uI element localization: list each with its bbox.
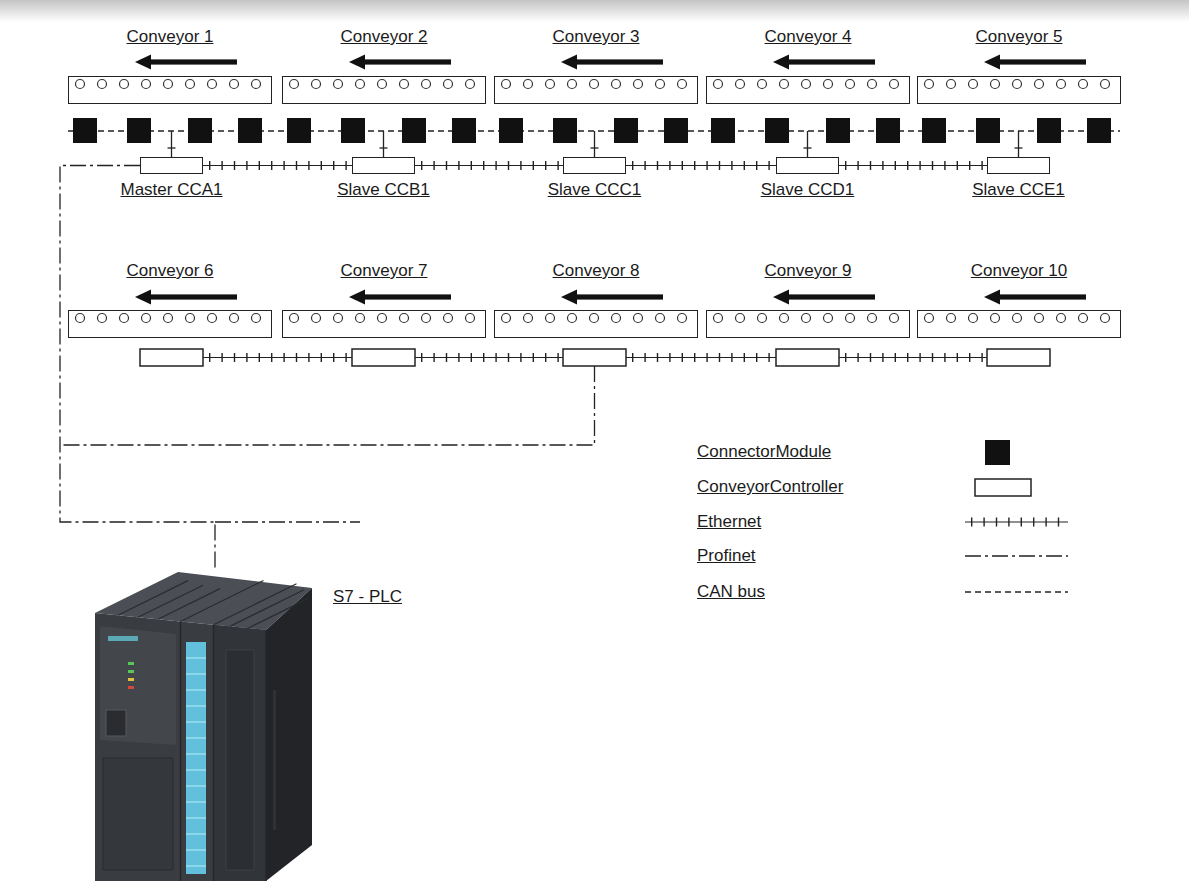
conveyor-title: Conveyor 9 [765,261,852,281]
conveyor-title: Conveyor 4 [765,27,852,47]
ethernet-link [839,165,987,166]
controller-label: Slave CCE1 [972,180,1065,200]
conveyor-title: Conveyor 3 [553,27,640,47]
conveyor-title: Conveyor 7 [341,261,428,281]
link-line [60,166,215,571]
conveyor-title: Conveyor 5 [976,27,1063,47]
conveyor-box: Conveyor 4 [706,76,910,104]
conveyor-controller: Slave CCD1 [776,157,839,174]
conveyor-controller: Slave CCC1 [563,157,626,174]
row2-controllers [140,349,1050,366]
conveyor-title: Conveyor 6 [127,261,214,281]
ethernet-link [415,165,563,166]
controller-label: Slave CCD1 [761,180,855,200]
legend-text: Ethernet [697,512,761,532]
controller-label: Slave CCB1 [337,180,430,200]
profinet-branch [60,366,595,445]
conveyor-title: Conveyor 2 [341,27,428,47]
conveyor-title: Conveyor 1 [127,27,214,47]
top-shade [0,0,1189,22]
conveyor-controller: Master CCA1 [140,157,203,174]
profinet-extension [215,521,360,522]
plc-illustration [88,570,315,881]
ethernet-ticks [632,161,772,170]
link-line [203,165,352,166]
conveyor-box: Conveyor 8 [494,310,698,338]
ethernet-link [203,165,352,166]
plc-label: S7 - PLC [333,587,402,607]
conveyor-box: Conveyor 6 [68,310,272,338]
link-line [839,165,987,166]
controller-label: Slave CCC1 [548,180,642,200]
conveyor-box: Conveyor 9 [706,310,910,338]
connector-modules [73,118,1111,143]
ethernet-ticks [421,161,559,170]
conveyor-box: Conveyor 1 [68,76,272,104]
profinet-link [60,166,215,571]
legend-samples [965,440,1068,592]
legend-text: CAN bus [697,582,765,602]
conveyor-box: Conveyor 3 [494,76,698,104]
conveyor-box: Conveyor 10 [917,310,1121,338]
conveyor-rollers [76,80,1110,323]
legend-text: ConnectorModule [697,442,831,462]
link-line [415,165,563,166]
ethernet-link [626,165,776,166]
conveyor-title: Conveyor 8 [553,261,640,281]
conveyor-controller: Slave CCB1 [352,157,415,174]
ethernet-ticks [209,161,348,170]
link-line [626,165,776,166]
controller-label: Master CCA1 [120,180,222,200]
s7-plc: S7 - PLC [88,570,315,881]
legend-text: ConveyorController [697,477,843,497]
legend-text: Profinet [697,546,756,566]
conveyor-controller: Slave CCE1 [987,157,1050,174]
conveyor-arrows [135,55,1086,305]
ethernet-ticks [845,161,983,170]
conveyor-title: Conveyor 10 [971,261,1067,281]
conveyor-box: Conveyor 7 [282,310,486,338]
conveyor-box: Conveyor 2 [282,76,486,104]
conveyor-box: Conveyor 5 [917,76,1121,104]
